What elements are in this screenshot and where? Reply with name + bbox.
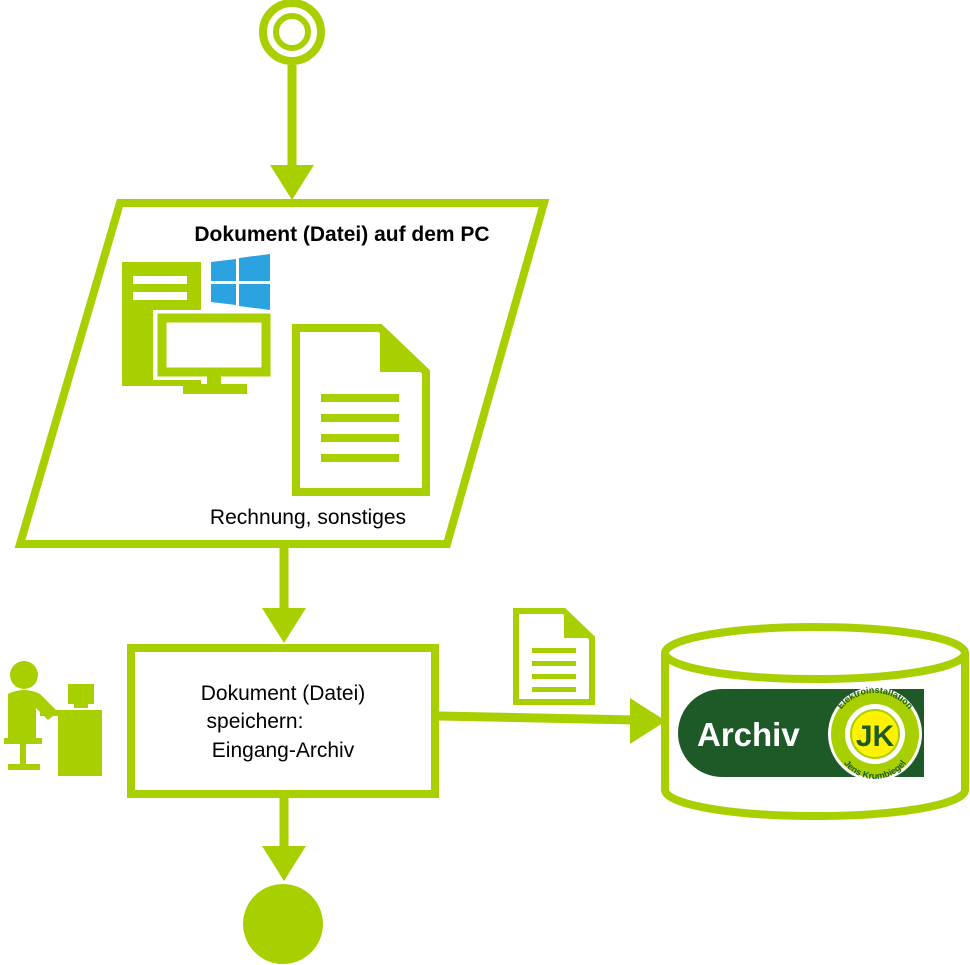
arrow-process-to-end bbox=[262, 798, 306, 881]
jk-logo: JK Elektroinstallation Jens Krumbiegel bbox=[828, 685, 922, 781]
arrow-input-to-process bbox=[262, 548, 306, 643]
document-icon bbox=[292, 324, 430, 496]
process-line-1: Dokument (Datei) bbox=[201, 682, 366, 705]
process-line-2: speichern: bbox=[207, 710, 304, 733]
process-line-3: Eingang-Archiv bbox=[212, 739, 355, 762]
archive-label: Archiv bbox=[697, 716, 800, 753]
end-node-icon bbox=[243, 884, 323, 964]
desktop-pc-icon bbox=[122, 262, 275, 394]
svg-text:JK: JK bbox=[856, 720, 895, 753]
input-document-shape: Dokument (Datei) auf dem PC Rechnung, so… bbox=[14, 199, 550, 548]
person-at-desk-icon bbox=[4, 661, 102, 776]
arrow-start-to-input bbox=[270, 65, 314, 200]
arrow-process-to-archive bbox=[438, 698, 666, 744]
document-small-icon bbox=[513, 608, 595, 705]
windows-logo-icon bbox=[211, 254, 270, 310]
input-shape-title: Dokument (Datei) auf dem PC bbox=[194, 223, 489, 246]
process-save-box: Dokument (Datei) speichern: Eingang-Arch… bbox=[127, 644, 439, 798]
start-node-icon bbox=[259, 0, 325, 65]
input-shape-caption: Rechnung, sonstiges bbox=[210, 506, 406, 529]
